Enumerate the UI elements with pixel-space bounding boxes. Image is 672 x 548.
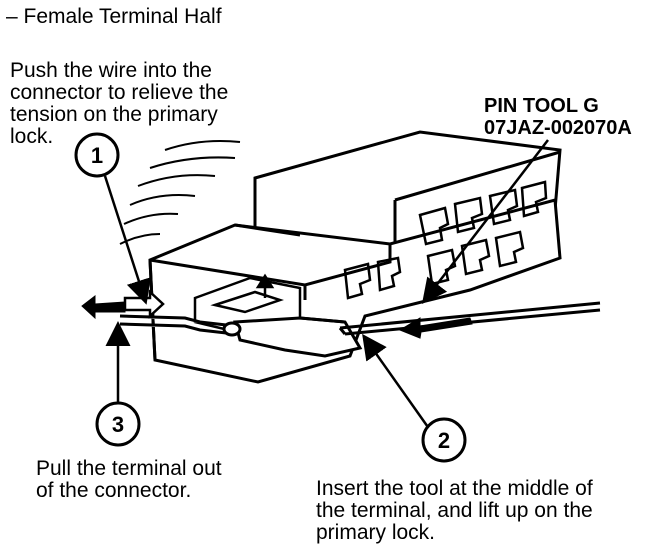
tool-name: PIN TOOL G [484,95,599,117]
leader-tool [421,139,549,304]
page-title: – Female Terminal Half [6,5,222,28]
step-2-text: Insert the tool at the middle of the ter… [316,477,593,544]
callout-3-number: 3 [112,412,124,437]
lift-up-arrow [255,273,275,298]
leader-step-2 [362,333,432,431]
callout-3: 3 [95,401,141,447]
pull-out-arrow [81,294,126,320]
tool-part-number: 07JAZ-002070A [484,117,632,139]
leader-step-1 [103,175,151,305]
terminal-and-wire [119,314,363,358]
tool-insert-arrow [398,317,473,339]
callout-2: 2 [421,417,467,463]
step-1-text: Push the wire into the connector to reli… [10,59,229,148]
callout-2-number: 2 [438,428,450,453]
pin-tool-rod [338,301,601,336]
step-3-text: Pull the terminal out of the connector. [36,457,222,502]
callout-1: 1 [74,132,120,178]
callout-1-number: 1 [91,143,103,168]
motion-lines [119,140,241,245]
